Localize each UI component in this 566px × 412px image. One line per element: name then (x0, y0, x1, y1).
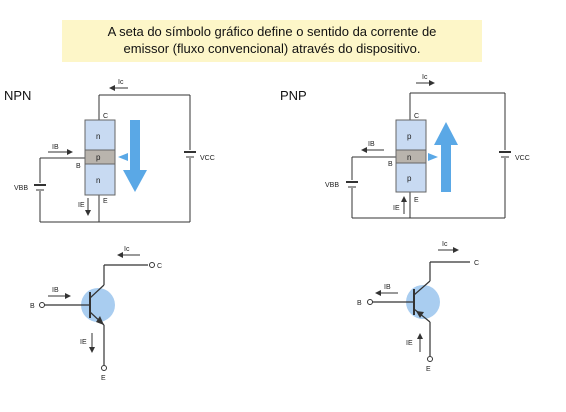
npn-term-b: B (76, 163, 81, 170)
pnp-sym-ie: IE (406, 340, 413, 347)
npn-term-e: E (103, 198, 108, 205)
npn-layer-top (84, 119, 116, 151)
npn-layer-bot-label: n (96, 176, 100, 185)
caption-line-1: A seta do símbolo gráfico define o senti… (107, 24, 437, 39)
pnp-title: PNP (280, 88, 307, 103)
pnp-block-diagram (346, 92, 511, 219)
npn-sym-ie: IE (80, 339, 87, 346)
pnp-layer-bot-label: p (407, 174, 412, 183)
pnp-sym-e: E (426, 366, 431, 373)
pnp-sym-b: B (357, 300, 362, 307)
pnp-layer-bot (395, 162, 427, 193)
pnp-ie-label: IE (393, 205, 400, 212)
pnp-layer-mid-label: n (407, 153, 411, 162)
npn-layer-mid-label: p (96, 153, 101, 162)
caption-line-2: emissor (fluxo convencional) através do … (123, 41, 421, 56)
npn-sym-c: C (157, 263, 162, 270)
npn-sym-ic: Ic (124, 246, 130, 253)
pnp-layer-top (395, 119, 427, 151)
npn-vbb: VBB (14, 185, 28, 192)
npn-base-arrow (118, 153, 128, 161)
npn-term-c: C (103, 113, 108, 120)
npn-sym-e: E (101, 375, 106, 382)
npn-ie-label: IE (78, 202, 85, 209)
pnp-sym-ic: Ic (442, 241, 448, 248)
pnp-term-e: E (414, 197, 419, 204)
pnp-term-b: B (388, 161, 393, 168)
npn-symbol (39, 262, 155, 371)
pnp-sym-c: C (474, 260, 479, 267)
npn-title: NPN (4, 88, 32, 103)
pnp-ib-label: IB (368, 141, 375, 148)
pnp-base-arrow (428, 153, 438, 161)
pnp-sym-ib: IB (384, 284, 391, 291)
npn-sym-ib: IB (52, 287, 59, 294)
pnp-vbb: VBB (325, 182, 339, 189)
pnp-symbol (367, 261, 470, 362)
npn-layer-top-label: n (96, 132, 100, 141)
pnp-vcc: VCC (515, 155, 530, 162)
npn-current-arrow (123, 120, 147, 192)
npn-ib-label: IB (52, 144, 59, 151)
pnp-ic-label: Ic (422, 74, 428, 81)
npn-vcc: VCC (200, 155, 215, 162)
npn-layer-bot (84, 163, 116, 196)
pnp-current-arrow (434, 122, 458, 192)
npn-sym-b: B (30, 303, 35, 310)
pnp-layer-top-label: p (407, 132, 412, 141)
pnp-term-c: C (414, 113, 419, 120)
npn-ic-label: Ic (118, 79, 124, 86)
caption-box: A seta do símbolo gráfico define o senti… (62, 20, 482, 62)
npn-block-diagram (34, 94, 196, 223)
